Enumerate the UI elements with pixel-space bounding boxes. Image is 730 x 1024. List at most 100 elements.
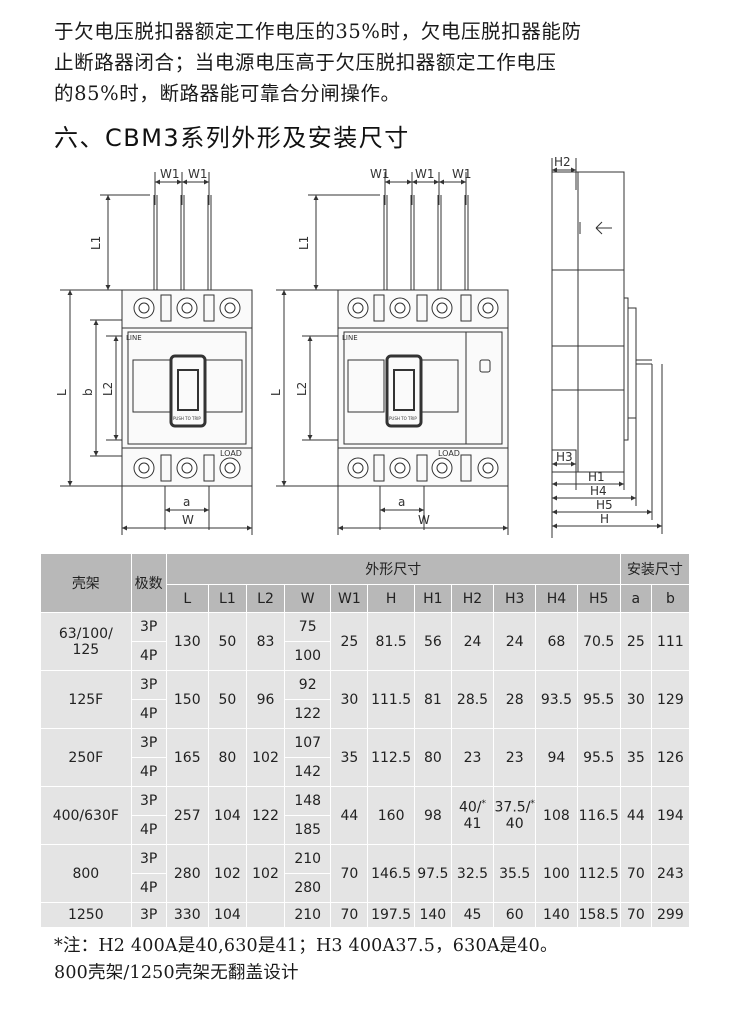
width-cell: 122 — [284, 699, 332, 729]
table-cell: 111.5 — [367, 670, 415, 729]
width-cell: 100 — [284, 641, 332, 671]
front-view-4p: W1 W1 W1 L1 — [269, 167, 509, 535]
table-cell: 25 — [619, 612, 652, 671]
dim-label-w1: W1 — [370, 167, 390, 181]
poles-cell: 3P — [130, 902, 167, 928]
cell-value: 40 — [505, 815, 524, 832]
table-cell: 102 — [245, 844, 286, 903]
table-cell: 40/*41 — [450, 786, 495, 845]
poles-cell: 4P — [130, 757, 167, 787]
table-cell: 104 — [207, 786, 247, 845]
column-header: H — [367, 584, 415, 613]
footnote-line: 800壳架/1250壳架无翻盖设计 — [54, 963, 299, 983]
column-header: H4 — [535, 584, 578, 613]
table-cell: 197.5 — [367, 902, 415, 928]
table-cell: 70 — [330, 902, 369, 928]
table-cell: 150 — [165, 670, 209, 729]
table-cell: 94 — [535, 728, 578, 787]
table-cell: 35 — [619, 728, 652, 787]
dim-label-a: a — [398, 495, 405, 509]
poles-cell: 4P — [130, 815, 167, 845]
table-row: 4P 280 — [41, 873, 690, 903]
table-cell: 60 — [493, 902, 537, 928]
table-cell: 194 — [650, 786, 691, 845]
footnote-marker: * — [530, 799, 535, 810]
width-cell: 142 — [284, 757, 332, 787]
table-cell: 44 — [330, 786, 369, 845]
width-cell: 280 — [284, 873, 332, 903]
table-cell: 68 — [535, 612, 578, 671]
table-cell: 104 — [207, 902, 247, 928]
table-cell: 130 — [165, 612, 209, 671]
table-cell: 80 — [207, 728, 247, 787]
dim-label-l2: L2 — [295, 382, 309, 396]
load-marking: LOAD — [438, 449, 460, 458]
table-cell: 23 — [450, 728, 495, 787]
intro-line: 于欠电压脱扣器额定工作电压的35%时，欠电压脱扣器能防 — [54, 20, 582, 43]
width-cell: 107 — [284, 728, 332, 758]
dim-label-h2: H2 — [554, 155, 571, 169]
dim-label-l2: L2 — [101, 382, 115, 396]
table-cell: 243 — [650, 844, 691, 903]
dim-label-h: H — [600, 512, 609, 526]
table-cell: 70 — [330, 844, 369, 903]
table-cell: 102 — [245, 728, 286, 787]
column-header: H2 — [450, 584, 495, 613]
table-cell: 100 — [535, 844, 578, 903]
table-cell: 146.5 — [367, 844, 415, 903]
width-cell: 210 — [284, 902, 332, 928]
dim-label-w: W — [182, 513, 194, 527]
column-header: b — [650, 584, 691, 613]
column-header: L — [165, 584, 209, 613]
table-cell: 30 — [619, 670, 652, 729]
section-title: 六、CBM3系列外形及安装尺寸 — [54, 124, 410, 152]
table-cell: 30 — [330, 670, 369, 729]
table-cell: 330 — [165, 902, 209, 928]
table-cell: 299 — [650, 902, 691, 928]
table-cell: 81 — [413, 670, 452, 729]
table-cell: 129 — [650, 670, 691, 729]
column-header: a — [619, 584, 652, 613]
poles-cell: 3P — [130, 844, 167, 874]
poles-cell: 4P — [130, 641, 167, 671]
table-cell: 140 — [413, 902, 452, 928]
table-cell: 70 — [619, 844, 652, 903]
frame-cell: 250F — [40, 728, 132, 787]
table-cell: 70.5 — [576, 612, 621, 671]
poles-cell: 3P — [130, 612, 167, 642]
column-header: L2 — [245, 584, 286, 613]
table-cell: 24 — [450, 612, 495, 671]
column-header: W — [284, 584, 332, 613]
width-cell: 210 — [284, 844, 332, 874]
cell-value: 37.5/ — [494, 799, 531, 816]
table-cell: 70 — [619, 902, 652, 928]
poles-cell: 4P — [130, 873, 167, 903]
cell-value: 40/ — [458, 799, 482, 816]
table-cell: 160 — [367, 786, 415, 845]
table-cell: 108 — [535, 786, 578, 845]
intro-line: 止断路器闭合；当电源电压高于欠压脱扣器额定工作电压 — [54, 51, 557, 74]
table-cell: 50 — [207, 612, 247, 671]
table-cell: 80 — [413, 728, 452, 787]
side-view: H2 H3 H1 H4 H5 H — [551, 155, 663, 538]
dim-label-l: L — [55, 389, 69, 396]
dim-label-w1: W1 — [188, 167, 208, 181]
table-cell: 116.5 — [576, 786, 621, 845]
dim-label-w: W — [418, 513, 430, 527]
table-cell: 140 — [535, 902, 578, 928]
footnote: *注：H2 400A是40,630是41；H3 400A37.5，630A是40… — [54, 933, 714, 987]
table-cell: 28.5 — [450, 670, 495, 729]
column-header: H1 — [413, 584, 452, 613]
table-cell: 280 — [165, 844, 209, 903]
frame-cell: 125F — [40, 670, 132, 729]
intro-line: 的85%时，断路器能可靠合分闸操作。 — [54, 82, 401, 105]
table-cell: 112.5 — [367, 728, 415, 787]
table-cell: 96 — [245, 670, 286, 729]
intro-text: 于欠电压脱扣器额定工作电压的35%时，欠电压脱扣器能防 止断路器闭合；当电源电压… — [54, 16, 704, 109]
width-cell: 148 — [284, 786, 332, 816]
dim-label-w1: W1 — [452, 167, 472, 181]
width-cell: 92 — [284, 670, 332, 700]
